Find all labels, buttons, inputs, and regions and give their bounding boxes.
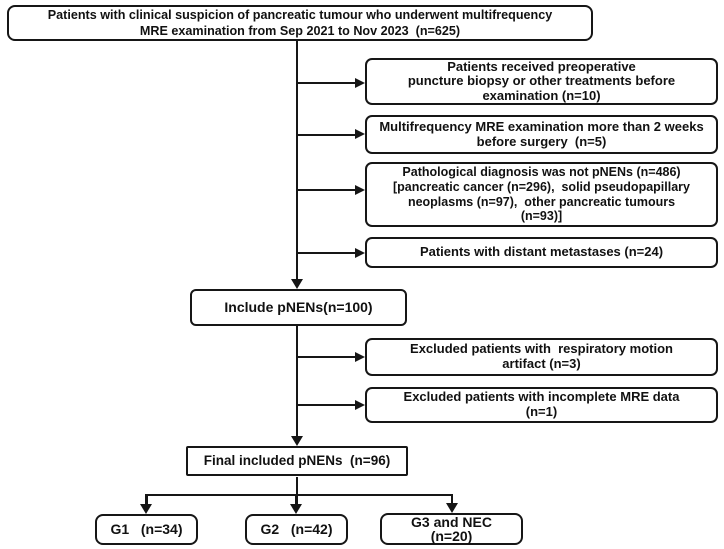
node-excl-pathology-line-3: neoplasms (n=97), other pancreatic tumou… (407, 194, 676, 209)
arrowhead-into-g3 (445, 503, 458, 513)
connector-branch-excl-timing (297, 133, 355, 136)
connector-split-horizontal (145, 493, 453, 497)
node-excluded-mre-timing: Multifrequency MRE examination more than… (365, 115, 718, 154)
arrowhead-into-include-box (290, 279, 303, 289)
node-excl-pathology-line-4: (n=93)] (520, 209, 563, 224)
connector-stub-g1 (145, 494, 148, 505)
node-excl-timing-line-2: before surgery (n=5) (476, 133, 607, 149)
arrowhead-into-final-box (290, 436, 303, 446)
node-source-line-2: MRE examination from Sep 2021 to Nov 202… (139, 24, 461, 38)
connector-main-vertical-middle (295, 326, 299, 437)
node-source-line-1: Patients with clinical suspicion of panc… (47, 7, 553, 22)
node-final-line-1: Final included pNENs (n=96) (203, 453, 391, 469)
node-excl-pathology-line-2: [pancreatic cancer (n=296), solid pseudo… (393, 179, 690, 194)
node-excluded-preop-biopsy: Patients received preoperative puncture … (365, 58, 718, 105)
arrowhead-excl-pathology (355, 184, 365, 195)
node-excl-preop-line-1: Patients received preoperative (447, 58, 636, 74)
node-g1-line-1: G1 (n=34) (110, 521, 183, 538)
arrowhead-excl-motion (355, 351, 365, 362)
node-excl-preop-line-3: examination (n=10) (482, 87, 601, 103)
node-excl-motion-line-2: artifact (n=3) (502, 356, 581, 371)
arrowhead-into-g1 (140, 504, 152, 514)
node-excl-preop-line-2: puncture biopsy or other treatments befo… (407, 73, 676, 89)
node-include-pnens: Include pNENs(n=100) (190, 289, 407, 326)
node-excluded-metastases: Patients with distant metastases (n=24) (365, 237, 718, 268)
node-excl-timing-line-1: Multifrequency MRE examination more than… (379, 118, 704, 134)
connector-branch-excl-incomplete (297, 403, 355, 407)
arrowhead-excl-timing (355, 129, 365, 140)
node-grade-g2: G2 (n=42) (245, 514, 348, 545)
node-include-line-1: Include pNENs(n=100) (224, 299, 373, 316)
connector-main-vertical-top (295, 41, 299, 281)
node-grade-g1: G1 (n=34) (95, 514, 198, 545)
node-source-population: Patients with clinical suspicion of panc… (7, 5, 593, 41)
node-excl-metastases-line-1: Patients with distant metastases (n=24) (419, 244, 664, 260)
node-excl-pathology-line-1: Pathological diagnosis was not pNENs (n=… (402, 164, 681, 179)
node-excl-motion-line-1: Excluded patients with respiratory motio… (410, 341, 673, 357)
arrowhead-excl-incomplete (355, 399, 365, 410)
connector-branch-excl-pathology (297, 188, 355, 192)
arrowhead-excl-preop (355, 77, 365, 88)
node-g3-line-1: G3 and NEC (411, 513, 492, 530)
node-excluded-incomplete-data: Excluded patients with incomplete MRE da… (365, 387, 718, 423)
connector-stub-g2 (295, 494, 298, 505)
connector-branch-excl-motion (297, 355, 355, 359)
node-g2-line-1: G2 (n=42) (260, 521, 333, 538)
node-final-included: Final included pNENs (n=96) (186, 446, 408, 476)
connector-final-to-split (295, 477, 299, 495)
connector-stub-g3 (450, 494, 454, 504)
node-excl-incomplete-line-2: (n=1) (525, 404, 558, 419)
connector-branch-excl-preop (297, 81, 355, 85)
node-excl-incomplete-line-1: Excluded patients with incomplete MRE da… (403, 389, 680, 405)
node-grade-g3-nec: G3 and NEC (n=20) (380, 513, 523, 545)
arrowhead-into-g2 (290, 504, 302, 514)
arrowhead-excl-metastases (355, 247, 365, 258)
node-g3-line-2: (n=20) (430, 528, 473, 544)
node-excluded-motion-artifact: Excluded patients with respiratory motio… (365, 338, 718, 376)
node-excluded-pathology: Pathological diagnosis was not pNENs (n=… (365, 162, 718, 227)
connector-branch-excl-metastases (297, 251, 355, 255)
